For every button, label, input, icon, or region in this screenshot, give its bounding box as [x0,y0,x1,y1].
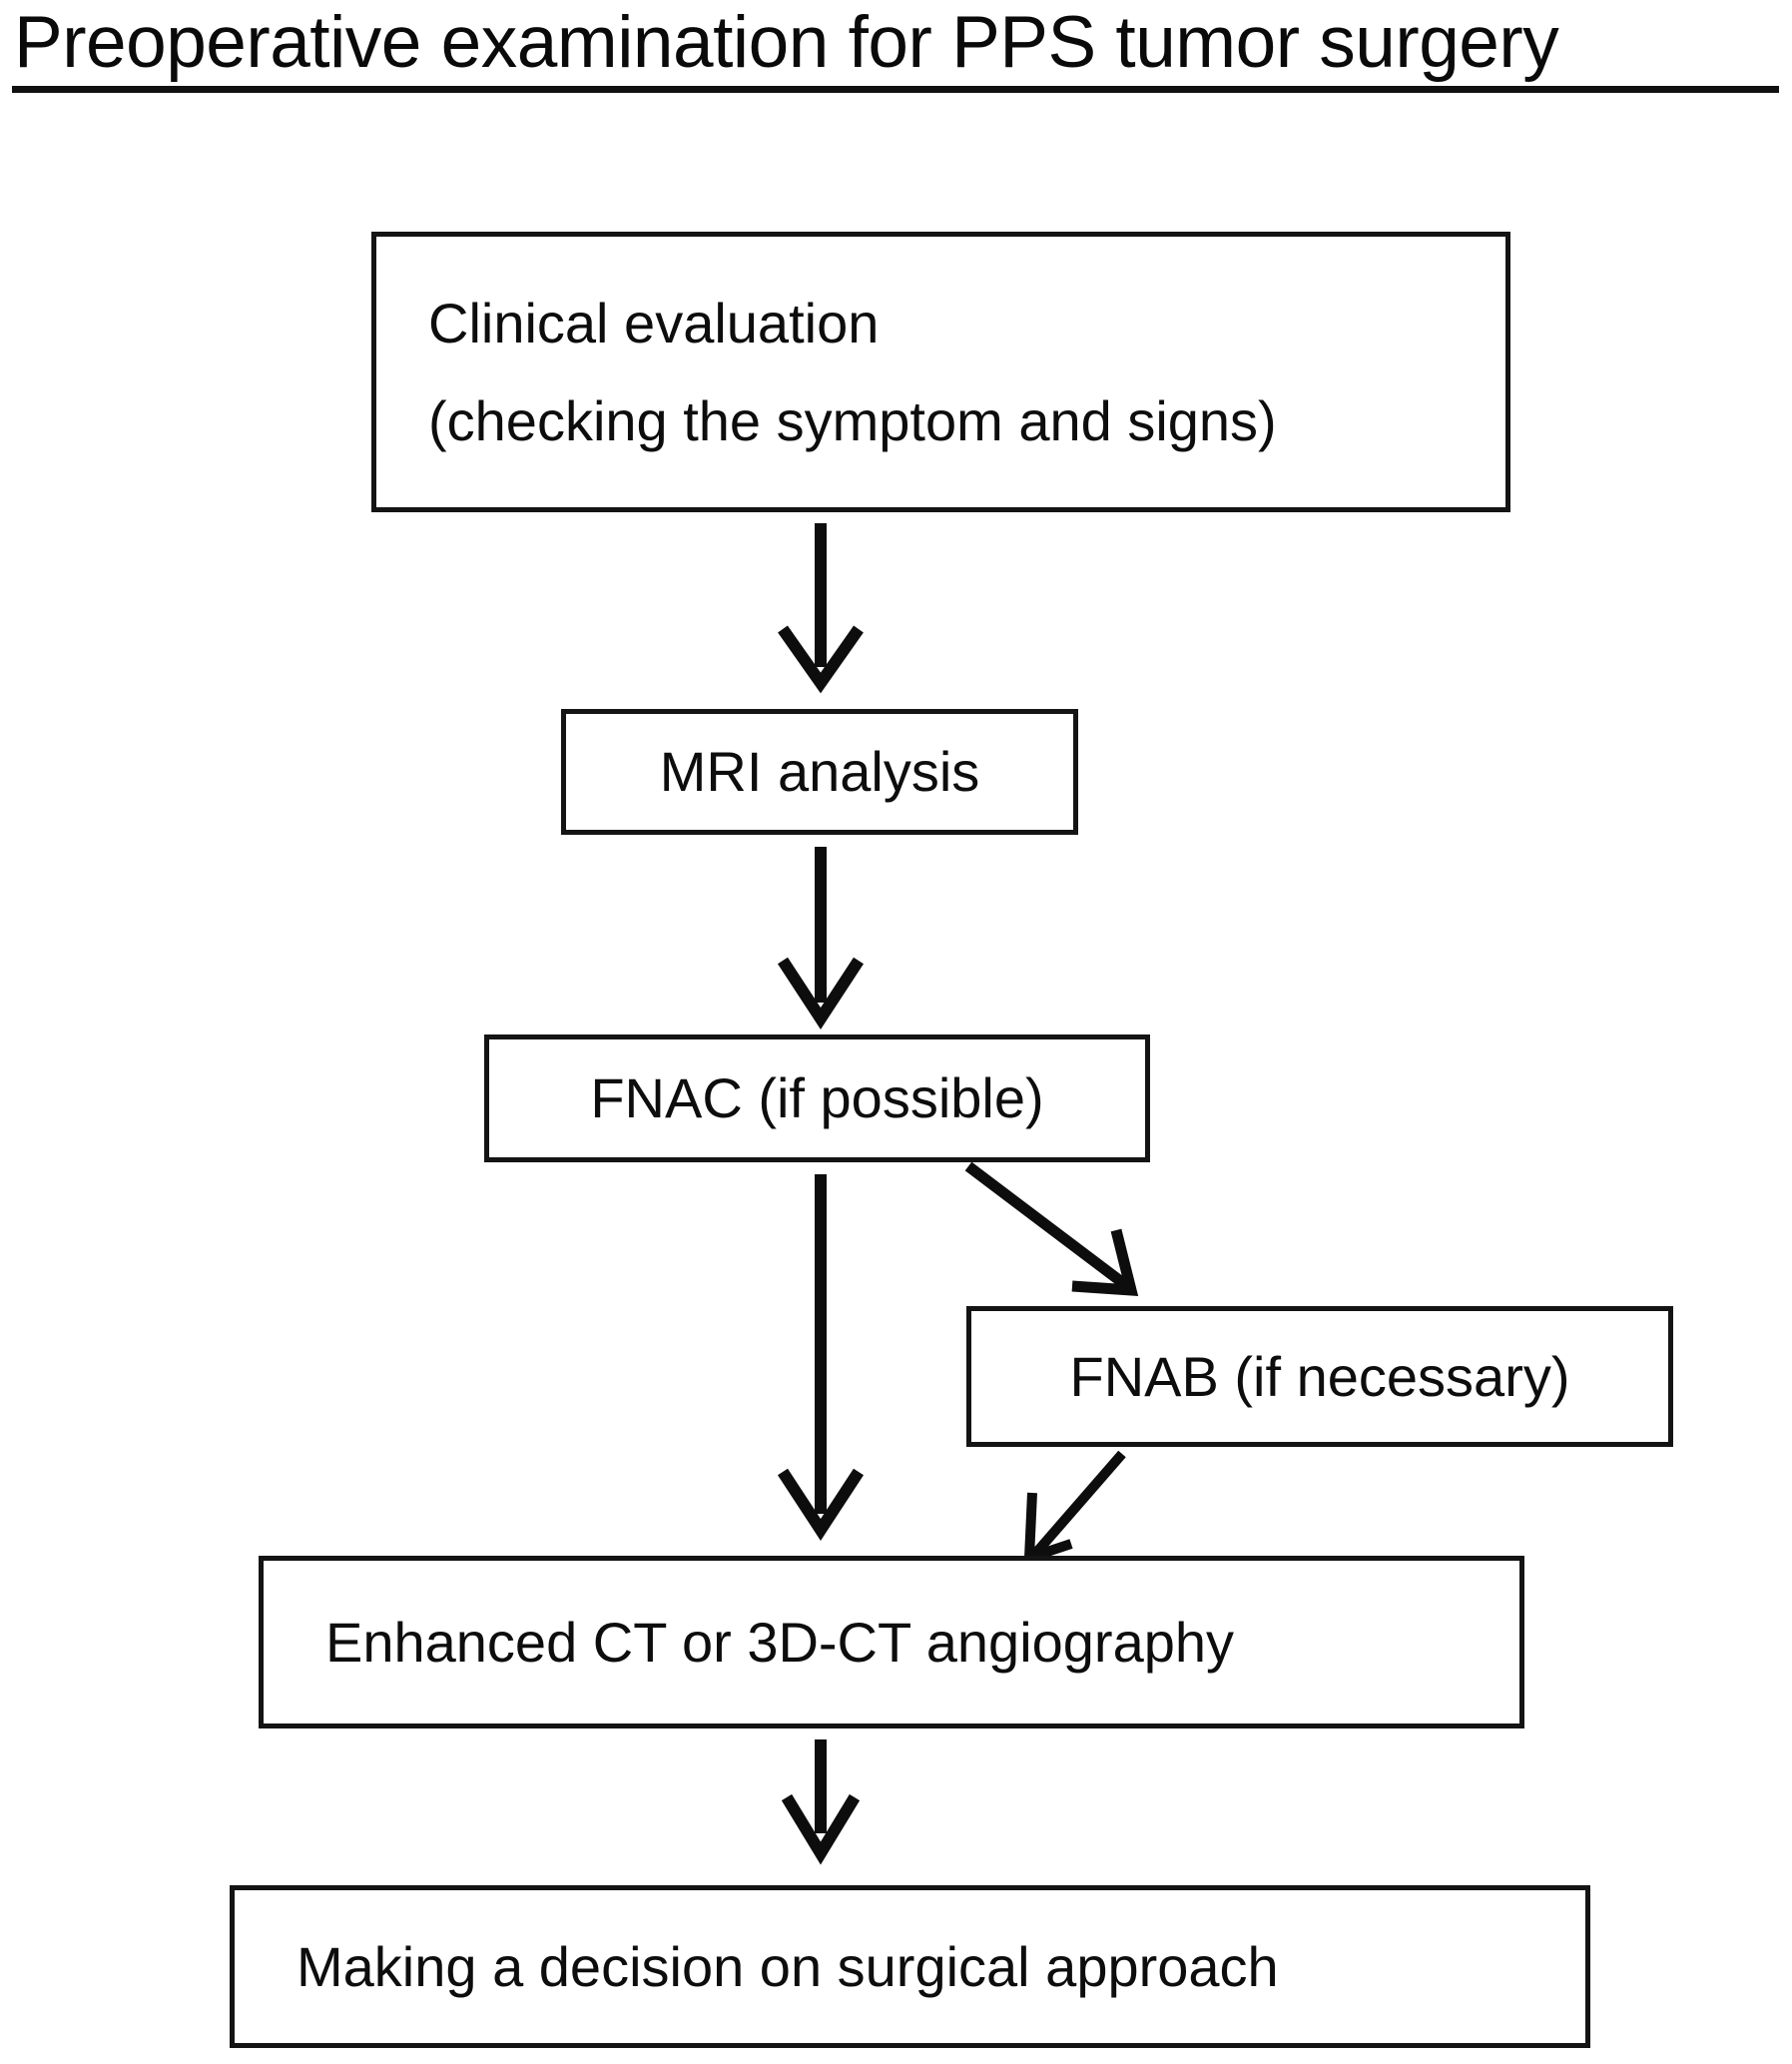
edge-fnac-to-enhanced-ct [777,1174,865,1541]
edge-fnab-to-enhanced-ct [1023,1450,1126,1566]
node-enhanced-ct-label: Enhanced CT or 3D-CT angiography [325,1610,1234,1674]
node-mri-analysis-label: MRI analysis [659,740,980,803]
page-title: Preoperative examination for PPS tumor s… [14,2,1559,83]
node-mri-analysis: MRI analysis [561,709,1078,835]
node-clinical-evaluation-line1: Clinical evaluation [428,291,880,354]
edge-fnac-to-fnab [964,1161,1139,1296]
edge-mri-to-fnac [777,847,865,1030]
title-underline [12,86,1779,93]
node-fnab-label: FNAB (if necessary) [1069,1344,1570,1408]
node-fnac: FNAC (if possible) [484,1034,1150,1162]
edge-enhanced-ct-to-decision [781,1739,861,1865]
node-clinical-evaluation-line2: (checking the symptom and signs) [428,388,1277,452]
node-decision: Making a decision on surgical approach [230,1885,1590,2048]
node-fnab: FNAB (if necessary) [966,1306,1673,1447]
node-enhanced-ct: Enhanced CT or 3D-CT angiography [259,1556,1524,1728]
node-decision-label: Making a decision on surgical approach [297,1934,1279,1998]
node-clinical-evaluation: Clinical evaluation (checking the sympto… [371,232,1510,512]
edge-clinical-to-mri [778,523,864,694]
node-fnac-label: FNAC (if possible) [590,1066,1044,1129]
